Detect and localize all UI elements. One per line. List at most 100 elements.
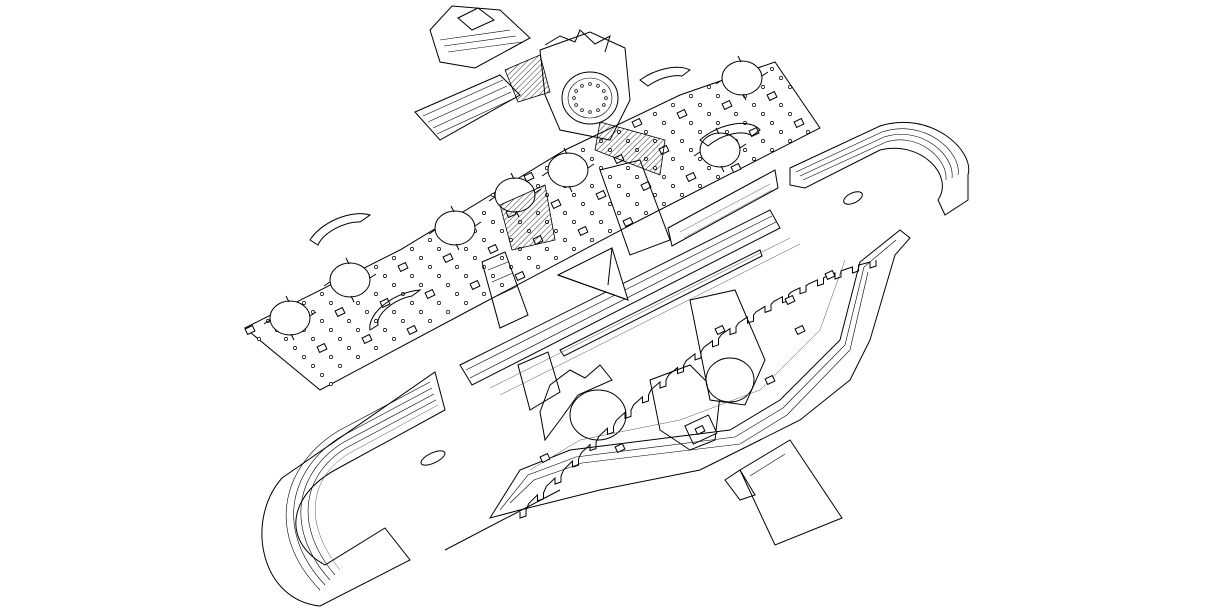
column xyxy=(428,319,432,323)
column xyxy=(707,166,711,170)
column xyxy=(437,247,441,251)
south-circus-track xyxy=(261,371,561,607)
rotunda-column xyxy=(602,103,606,107)
exedra-niche xyxy=(715,55,769,101)
column xyxy=(770,67,774,71)
column xyxy=(689,121,693,125)
column xyxy=(392,256,396,260)
pier xyxy=(721,99,733,111)
column xyxy=(437,301,441,305)
column xyxy=(662,121,666,125)
column xyxy=(338,337,342,341)
column xyxy=(347,319,351,323)
exedra-circle xyxy=(699,132,741,168)
rotunda-column xyxy=(588,110,592,114)
pier xyxy=(730,162,742,174)
pier xyxy=(685,171,697,183)
column xyxy=(410,301,414,305)
column xyxy=(788,85,792,89)
column xyxy=(437,274,441,278)
pier xyxy=(766,90,778,102)
column xyxy=(689,148,693,152)
column xyxy=(788,139,792,143)
column xyxy=(707,85,711,89)
domed-rotunda xyxy=(539,29,631,141)
column xyxy=(365,310,369,314)
north-circus-track xyxy=(667,121,970,247)
column xyxy=(527,256,531,260)
column xyxy=(554,229,558,233)
column xyxy=(788,112,792,116)
column xyxy=(590,184,594,188)
column xyxy=(446,310,450,314)
pier xyxy=(244,324,256,336)
column xyxy=(302,301,306,305)
column xyxy=(410,247,414,251)
crescent-pier xyxy=(694,424,706,436)
column xyxy=(455,292,459,296)
crescent-pier xyxy=(784,294,796,306)
column xyxy=(419,256,423,260)
column xyxy=(356,328,360,332)
crescent-pier xyxy=(764,374,776,386)
column xyxy=(419,310,423,314)
column xyxy=(662,175,666,179)
column xyxy=(644,211,648,215)
column xyxy=(257,337,261,341)
column xyxy=(545,247,549,251)
south-crescent-arcade xyxy=(488,229,911,519)
column xyxy=(320,373,324,377)
pier xyxy=(748,126,760,138)
crescent-pier xyxy=(794,324,806,336)
column xyxy=(482,211,486,215)
exedra-circle xyxy=(434,210,476,246)
column xyxy=(410,274,414,278)
column xyxy=(770,121,774,125)
column xyxy=(401,319,405,323)
column xyxy=(491,274,495,278)
column xyxy=(491,220,495,224)
column xyxy=(311,364,315,368)
pier xyxy=(622,216,634,228)
column xyxy=(581,148,585,152)
column xyxy=(464,274,468,278)
pier xyxy=(523,171,535,183)
central-spina xyxy=(459,209,801,396)
column xyxy=(761,85,765,89)
rotunda-column xyxy=(588,82,592,86)
column xyxy=(329,301,333,305)
column xyxy=(311,337,315,341)
crescent-pier xyxy=(539,452,551,464)
column xyxy=(482,238,486,242)
stepped-terraces xyxy=(414,5,666,251)
column xyxy=(698,130,702,134)
column xyxy=(383,328,387,332)
pyramid xyxy=(556,159,671,301)
column xyxy=(779,103,783,107)
column xyxy=(716,121,720,125)
column xyxy=(374,319,378,323)
column xyxy=(716,175,720,179)
column xyxy=(590,211,594,215)
column xyxy=(356,355,360,359)
pier xyxy=(469,279,481,291)
exedra-niche xyxy=(323,257,377,303)
column xyxy=(680,193,684,197)
column xyxy=(644,130,648,134)
column xyxy=(392,337,396,341)
exedra-courts xyxy=(263,55,769,341)
column xyxy=(500,283,504,287)
column xyxy=(761,112,765,116)
pier xyxy=(577,225,589,237)
column xyxy=(698,184,702,188)
column xyxy=(329,328,333,332)
column xyxy=(779,130,783,134)
column xyxy=(671,130,675,134)
column xyxy=(500,229,504,233)
column xyxy=(374,292,378,296)
crescent-pier xyxy=(824,269,836,281)
exedra-niche xyxy=(693,127,747,173)
column xyxy=(293,346,297,350)
pier xyxy=(631,117,643,129)
